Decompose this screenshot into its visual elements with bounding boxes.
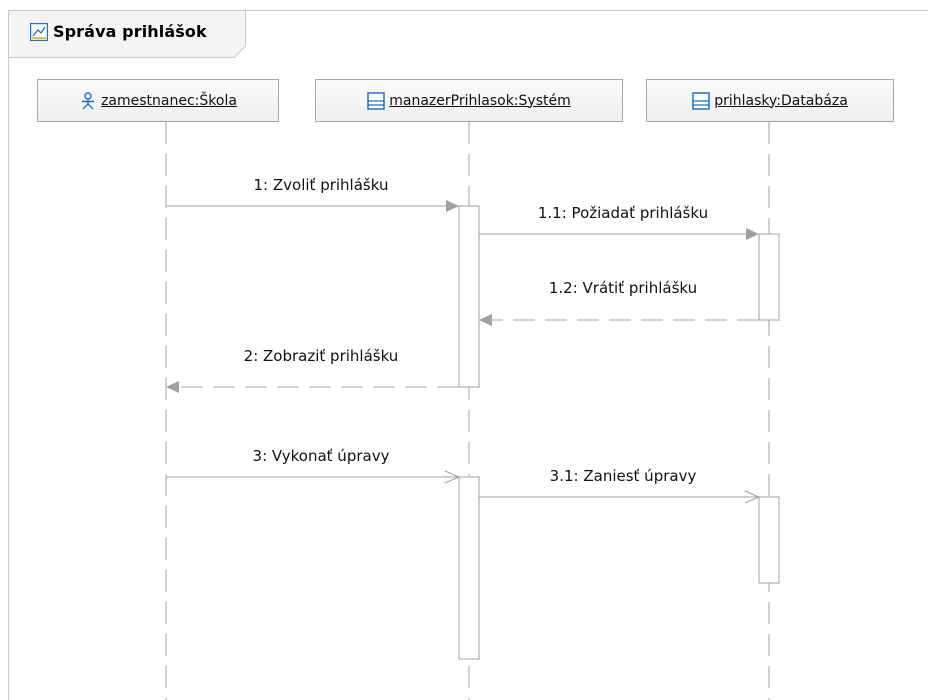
arrowhead-open xyxy=(444,470,461,484)
diagram-frame xyxy=(8,10,928,700)
arrowhead-filled xyxy=(446,200,459,212)
sequence-diagram-icon xyxy=(30,23,48,41)
message-label-3-1: 3.1: Zaniesť úpravy xyxy=(549,467,697,485)
class-icon xyxy=(367,91,386,110)
arrowhead-filled xyxy=(479,314,492,326)
diagram-title: Správa prihlášok xyxy=(53,22,207,41)
arrowhead-open xyxy=(744,490,761,504)
class-icon xyxy=(692,91,710,110)
message-label-1-2: 1.2: Vrátiť prihlášku xyxy=(548,279,698,297)
lifeline-head-prihlasky[interactable]: prihlasky:Databáza xyxy=(646,79,894,122)
activation-bar[interactable] xyxy=(458,205,480,388)
arrowhead-filled xyxy=(166,381,179,393)
lifeline-head-zamestnanec[interactable]: zamestnanec:Škola xyxy=(37,79,279,122)
arrowhead-filled xyxy=(746,228,759,240)
message-label-3: 3: Vykonať úpravy xyxy=(252,447,390,465)
lifeline-label: prihlasky:Databáza xyxy=(714,92,848,109)
lifeline-label: manazerPrihlasok:Systém xyxy=(389,92,571,109)
frame-title-tab xyxy=(8,10,246,58)
actor-icon xyxy=(82,91,95,109)
message-label-1-1: 1.1: Požiadať prihlášku xyxy=(537,204,709,222)
lifeline-label: zamestnanec:Škola xyxy=(101,92,237,109)
activation-bar[interactable] xyxy=(758,233,780,321)
lifeline-head-manazer-prihlasok[interactable]: manazerPrihlasok:Systém xyxy=(315,79,623,122)
activation-bar[interactable] xyxy=(758,496,780,584)
message-label-1: 1: Zvoliť prihlášku xyxy=(253,176,389,194)
activation-bar[interactable] xyxy=(458,476,480,660)
message-label-2: 2: Zobraziť prihlášku xyxy=(243,347,399,365)
